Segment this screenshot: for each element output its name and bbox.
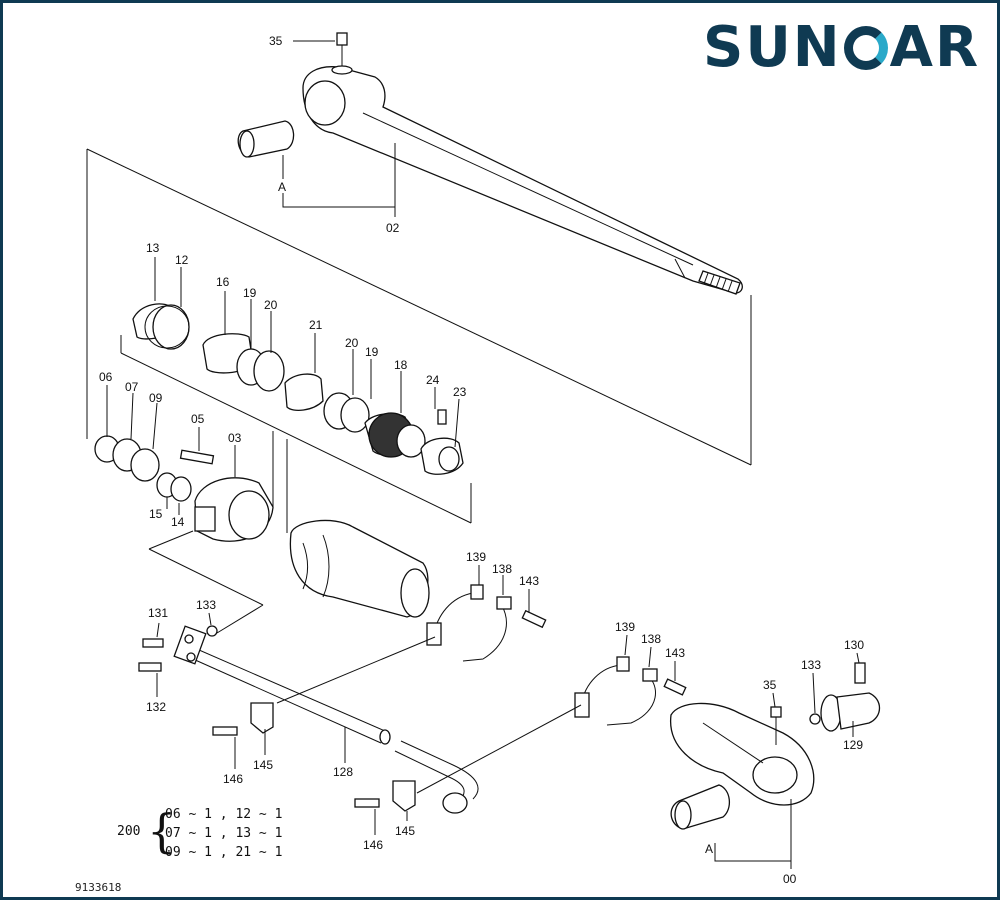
label-23: 23 (453, 385, 467, 399)
logo-c-mark (843, 26, 888, 70)
clamp-138b (606, 668, 658, 726)
label-a-lower: A (705, 842, 713, 856)
clip-145a (250, 702, 274, 734)
label-133-first: 133 (196, 598, 216, 612)
clip-145b (392, 780, 416, 812)
label-35-lower: 35 (763, 678, 777, 692)
label-20-first: 20 (264, 298, 278, 312)
label-143-first: 143 (519, 574, 539, 588)
label-35-upper: 35 (269, 34, 283, 48)
brand-logo: SUN AR (703, 13, 980, 83)
cylinder-bottom (670, 702, 815, 806)
label-20-second: 20 (345, 336, 359, 350)
bolt-143a (521, 609, 547, 629)
clamp-139a (426, 584, 484, 646)
bolt-143b (663, 678, 687, 696)
legend-rows: 06 ~ 1 , 12 ~ 1 07 ~ 1 , 13 ~ 1 09 ~ 1 ,… (165, 805, 282, 862)
bolt-130 (854, 662, 866, 684)
bolt-146a (212, 726, 238, 736)
label-14: 14 (171, 515, 185, 529)
seal-20a (253, 350, 285, 392)
label-15: 15 (149, 507, 163, 521)
bushing-lower (670, 784, 730, 830)
seal-19b (340, 397, 370, 433)
label-18: 18 (394, 358, 408, 372)
label-145-second: 145 (395, 824, 415, 838)
label-12: 12 (175, 253, 189, 267)
exploded-parts-diagram: 35 02 A 13 12 16 19 20 21 20 19 18 24 23… (86, 32, 881, 886)
alignment-lines (86, 148, 752, 794)
grease-nipple-upper (331, 32, 353, 75)
flange-129 (820, 692, 881, 732)
cylinder-tube (289, 519, 430, 618)
bolt-132 (138, 662, 162, 672)
label-129: 129 (843, 738, 863, 752)
label-138-second: 138 (641, 632, 661, 646)
flange-131-132 (173, 625, 207, 665)
ring-13 (132, 303, 190, 350)
label-130: 130 (844, 638, 864, 652)
legend-row: 09 ~ 1 , 21 ~ 1 (165, 845, 283, 860)
legend-row: 06 ~ 1 , 12 ~ 1 (165, 807, 283, 822)
seal-09 (130, 448, 160, 482)
nut-23 (420, 437, 464, 475)
label-139-second: 139 (615, 620, 635, 634)
label-19-first: 19 (243, 286, 257, 300)
legend-key: 200 (117, 824, 141, 839)
pipe-128 (182, 642, 479, 814)
label-19-second: 19 (365, 345, 379, 359)
label-131: 131 (148, 606, 168, 620)
clamp-139b (574, 656, 630, 718)
leader-lines (106, 40, 860, 869)
label-138-first: 138 (492, 562, 512, 576)
label-145-first: 145 (253, 758, 273, 772)
part-labels: 35 02 A 13 12 16 19 20 21 20 19 18 24 23… (99, 34, 864, 886)
bolt-131 (142, 638, 164, 648)
label-a-upper: A (278, 180, 286, 194)
oring-133a (206, 625, 218, 637)
oring-133b (809, 713, 821, 725)
piston-18 (364, 412, 426, 458)
cylinder-head-03 (194, 477, 274, 542)
logo-text-right: AR (889, 15, 981, 80)
label-146-first: 146 (223, 772, 243, 786)
label-13: 13 (146, 241, 160, 255)
bolt-146b (354, 798, 380, 808)
clamp-138a (462, 596, 512, 662)
label-03: 03 (228, 431, 242, 445)
label-21: 21 (309, 318, 323, 332)
legend-row: 07 ~ 1 , 13 ~ 1 (165, 826, 283, 841)
label-139-first: 139 (466, 550, 486, 564)
label-05: 05 (191, 412, 205, 426)
label-146-second: 146 (363, 838, 383, 852)
label-143-second: 143 (665, 646, 685, 660)
logo-text-left: SUN (703, 15, 842, 80)
label-24: 24 (426, 373, 440, 387)
ring-21 (284, 373, 324, 412)
label-132: 132 (146, 700, 166, 714)
label-07: 07 (125, 380, 139, 394)
grease-nipple-lower (770, 706, 782, 745)
label-16: 16 (216, 275, 230, 289)
label-00: 00 (783, 872, 797, 886)
drawing-number: 9133618 (75, 881, 122, 894)
label-09: 09 (149, 391, 163, 405)
legend-brace: { (147, 804, 177, 858)
label-02: 02 (386, 221, 400, 235)
setscrew-24 (437, 409, 447, 425)
bushing-upper (237, 120, 295, 158)
bolt-05 (179, 449, 215, 465)
label-133-second: 133 (801, 658, 821, 672)
oring-12 (144, 305, 190, 349)
cylinder-rod (302, 66, 743, 295)
label-06: 06 (99, 370, 113, 384)
seal-14 (170, 476, 192, 502)
label-128: 128 (333, 765, 353, 779)
